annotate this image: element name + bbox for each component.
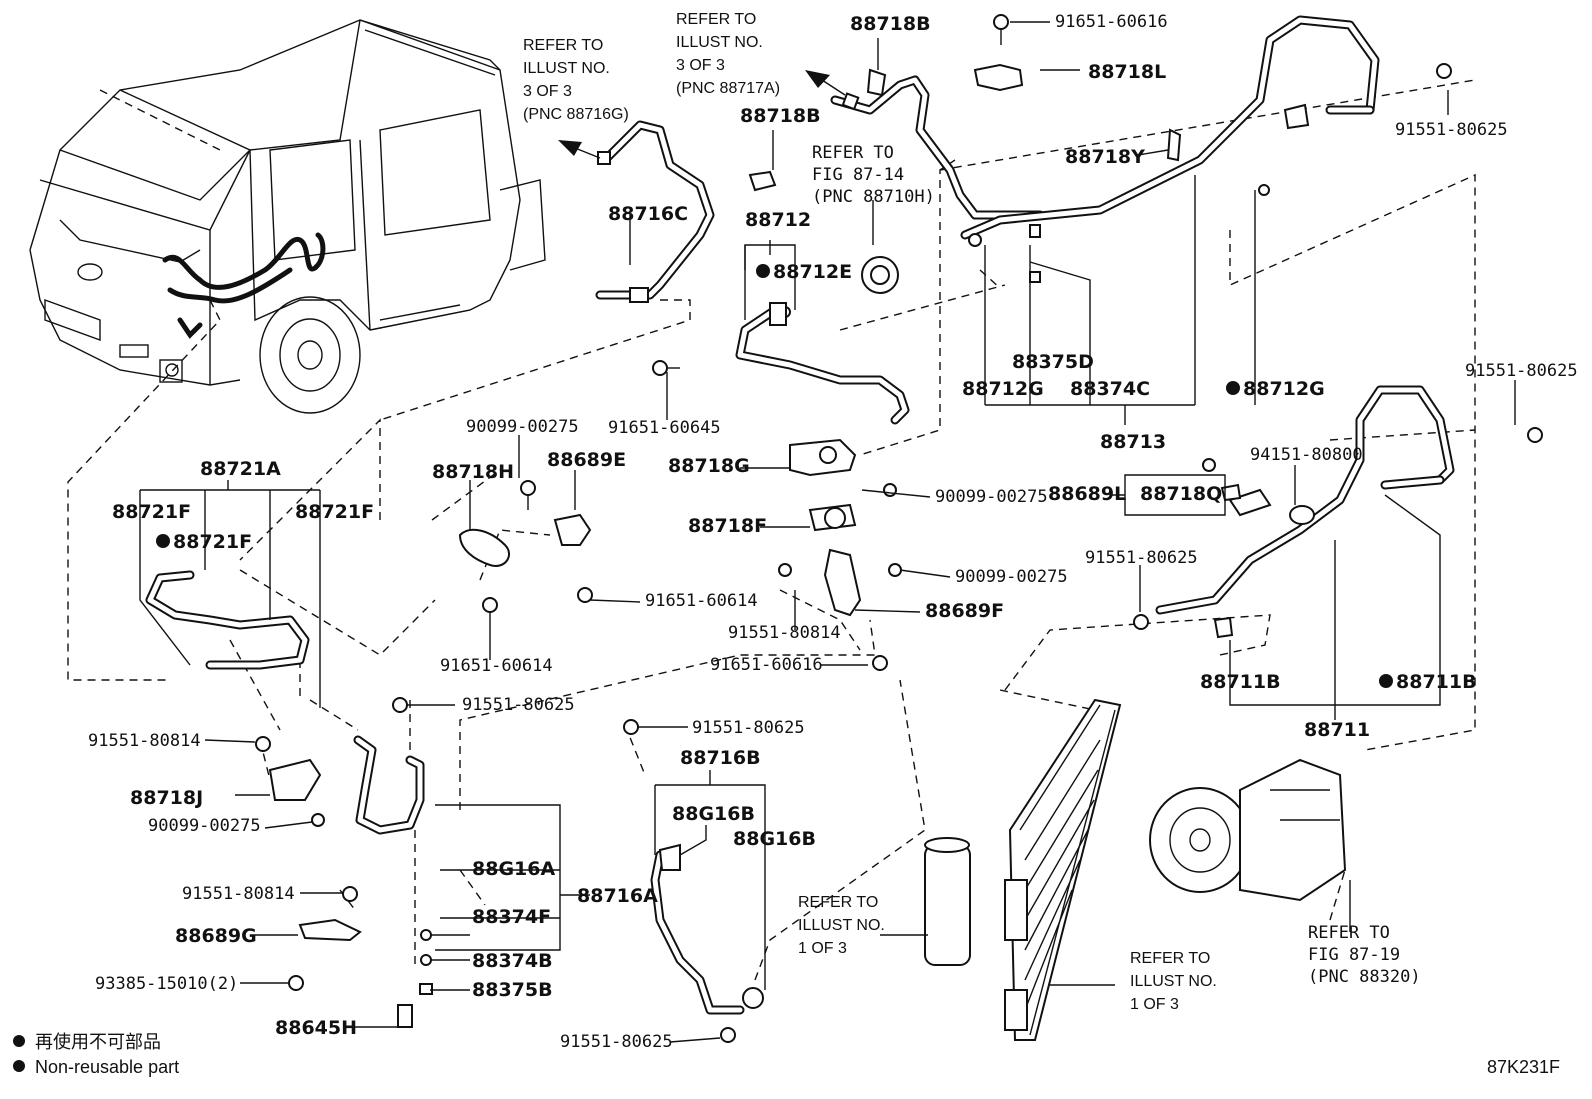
part-88716b: 88716B <box>680 747 761 769</box>
ref-illust1-a-line3: 1 OF 3 <box>798 940 847 957</box>
legend-jp: 再使用不可部品 <box>35 1032 161 1052</box>
part-88689f: 88689F <box>925 600 1004 622</box>
legend-dot-icon <box>13 1060 25 1072</box>
part-91551-80625-right: 91551-80625 <box>1465 361 1578 381</box>
part-91551-80625-f: 91551-80625 <box>560 1032 673 1052</box>
part-88721a: 88721A <box>200 458 281 480</box>
ref-illust1-b-line2: ILLUST NO. <box>1130 973 1217 990</box>
part-88g16a: 88G16A <box>472 858 555 880</box>
ref-fig8714-line2: FIG 87-14 <box>812 165 904 185</box>
part-88689g: 88689G <box>175 925 257 947</box>
ref-88717a-line4: (PNC 88717A) <box>676 80 780 97</box>
legend: 再使用不可部品 Non-reusable part <box>13 1032 179 1077</box>
ref-88716g-line4: (PNC 88716G) <box>523 106 629 123</box>
ref-88717a-line3: 3 OF 3 <box>676 57 725 74</box>
ref-88717a-line1: REFER TO <box>676 11 756 28</box>
part-88718b-top: 88718B <box>850 13 931 35</box>
part-88711: 88711 <box>1304 719 1370 741</box>
ref-88716g-line3: 3 OF 3 <box>523 83 572 100</box>
part-88375d: 88375D <box>1012 351 1094 373</box>
part-90099-00275-b: 90099-00275 <box>935 487 1048 507</box>
legend-en: Non-reusable part <box>35 1057 179 1077</box>
part-88375b: 88375B <box>472 979 553 1001</box>
part-88712e: 88712E <box>773 261 852 283</box>
part-91651-60614-b: 91651-60614 <box>440 656 553 676</box>
part-88374f: 88374F <box>472 906 551 928</box>
small-parts <box>255 14 1543 1043</box>
part-90099-00275-a: 90099-00275 <box>466 417 579 437</box>
arrow-icon <box>558 140 582 156</box>
ref-fig8719-line2: FIG 87-19 <box>1308 945 1400 965</box>
part-90099-00275-d: 90099-00275 <box>148 816 261 836</box>
part-91651-60616-b: 91651-60616 <box>710 655 823 675</box>
part-88711b-right: 88711B <box>1396 671 1477 693</box>
part-88721f-dot: 88721F <box>173 531 252 553</box>
part-90099-00275-c: 90099-00275 <box>955 567 1068 587</box>
part-91551-80625-d: 91551-80625 <box>462 695 575 715</box>
ref-illust1-b-line1: REFER TO <box>1130 950 1210 967</box>
pipes-and-hoses <box>145 15 1455 1015</box>
ref-illust1-a-line2: ILLUST NO. <box>798 917 885 934</box>
part-88718b-mid: 88718B <box>740 105 821 127</box>
part-91551-80814-c: 91551-80814 <box>182 884 295 904</box>
part-88716a: 88716A <box>577 885 658 907</box>
part-91551-80625-e: 91551-80625 <box>692 718 805 738</box>
part-88718f: 88718F <box>688 515 767 537</box>
ref-fig8719-line1: REFER TO <box>1308 923 1390 943</box>
part-88689e: 88689E <box>547 449 626 471</box>
part-88712: 88712 <box>745 209 811 231</box>
dashed-leaders <box>67 79 1476 981</box>
part-88g16b-left: 88G16B <box>672 803 755 825</box>
ref-fig8719-line3: (PNC 88320) <box>1308 967 1421 987</box>
part-88713: 88713 <box>1100 431 1166 453</box>
part-91551-80814-a: 91551-80814 <box>728 623 841 643</box>
diagram-code: 87K231F <box>1487 1057 1560 1077</box>
legend-dot-icon <box>13 1035 25 1047</box>
part-91551-80625-topright: 91551-80625 <box>1395 120 1508 140</box>
arrow-icon <box>805 70 830 88</box>
part-88689l: 88689L <box>1048 483 1126 505</box>
part-88712g-left: 88712G <box>962 378 1044 400</box>
part-88645h: 88645H <box>275 1017 357 1039</box>
part-88718y: 88718Y <box>1065 146 1145 168</box>
non-reusable-dot <box>1226 381 1240 395</box>
non-reusable-dot <box>156 534 170 548</box>
non-reusable-dot <box>756 264 770 278</box>
non-reusable-dot <box>1379 674 1393 688</box>
ref-illust1-a-line1: REFER TO <box>798 894 878 911</box>
ref-fig8714-line3: (PNC 88710H) <box>812 187 935 207</box>
part-94151-80800: 94151-80800 <box>1250 445 1363 465</box>
arrows <box>558 70 846 159</box>
part-labels: 88718B 91651-60616 88718L 91551-80625 88… <box>88 12 1578 1052</box>
part-91551-80625-mid: 91551-80625 <box>1085 548 1198 568</box>
reference-notes: REFER TO ILLUST NO. 3 OF 3 (PNC 88716G) … <box>523 11 1421 1013</box>
part-88374b: 88374B <box>472 950 553 972</box>
ref-88716g-line1: REFER TO <box>523 37 603 54</box>
part-88374c: 88374C <box>1070 378 1150 400</box>
part-88718h: 88718H <box>432 461 514 483</box>
ref-88716g-line2: ILLUST NO. <box>523 60 610 77</box>
ref-fig8714-line1: REFER TO <box>812 143 894 163</box>
ref-illust1-b-line3: 1 OF 3 <box>1130 996 1179 1013</box>
part-88718g: 88718G <box>668 455 750 477</box>
part-88718j: 88718J <box>130 787 203 809</box>
part-88718l: 88718L <box>1088 61 1166 83</box>
part-88712g-right: 88712G <box>1243 378 1325 400</box>
part-91651-60614-a: 91651-60614 <box>645 591 758 611</box>
part-91551-80814-b: 91551-80814 <box>88 731 201 751</box>
part-88721f-left: 88721F <box>112 501 191 523</box>
ref-88717a-line2: ILLUST NO. <box>676 34 763 51</box>
part-88721f-right: 88721F <box>295 501 374 523</box>
part-88718q: 88718Q <box>1140 483 1222 505</box>
part-88711b-left: 88711B <box>1200 671 1281 693</box>
part-91651-60645: 91651-60645 <box>608 418 721 438</box>
part-88716c: 88716C <box>608 203 688 225</box>
truck-illustration <box>29 19 546 414</box>
part-93385-15010: 93385-15010(2) <box>95 974 238 994</box>
solid-leaders <box>139 21 1516 1043</box>
part-88g16b-right: 88G16B <box>733 828 816 850</box>
part-91651-60616-top: 91651-60616 <box>1055 12 1168 32</box>
